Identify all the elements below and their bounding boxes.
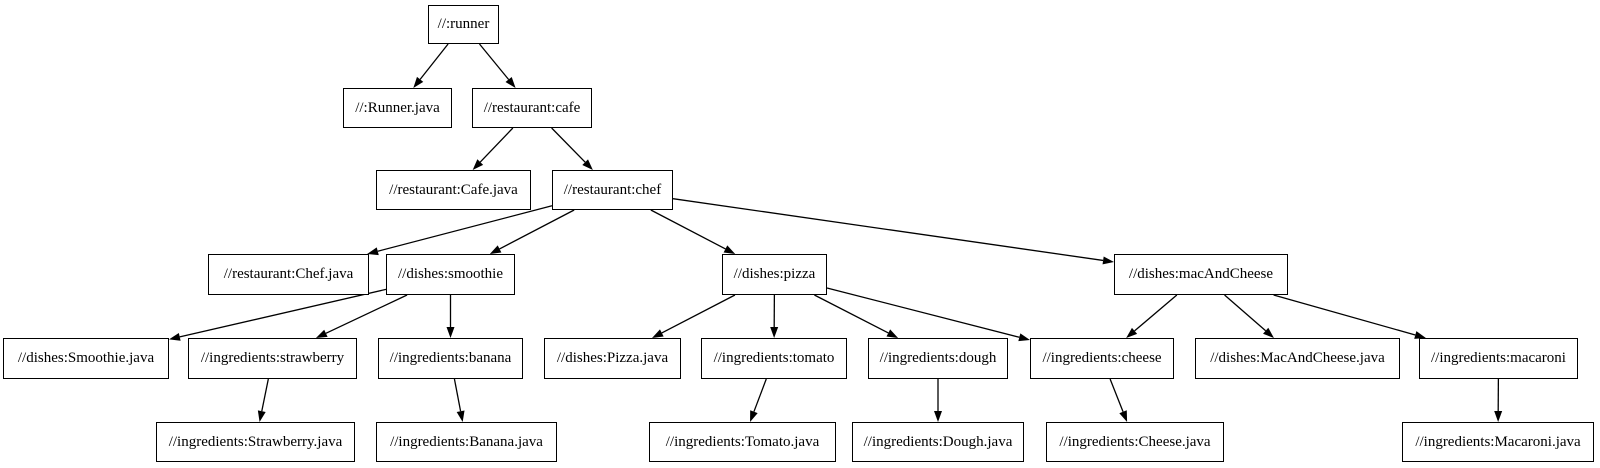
edge-mac-and-cheese-to-mac-and-cheese-java — [1224, 294, 1267, 332]
node-label: //ingredients:Strawberry.java — [168, 433, 343, 450]
arrowhead-icon — [1494, 410, 1503, 422]
node-tomato: //ingredients:tomato — [701, 338, 847, 379]
arrowhead-icon — [934, 411, 942, 422]
arrowhead-icon — [770, 326, 779, 338]
arrowhead-icon — [750, 410, 758, 422]
node-dough: //ingredients:dough — [868, 338, 1008, 379]
node-label: //ingredients:Macaroni.java — [1415, 433, 1581, 450]
arrowhead-icon — [582, 159, 593, 170]
node-cafe-java: //restaurant:Cafe.java — [376, 170, 531, 210]
node-chef-java: //restaurant:Chef.java — [208, 254, 369, 295]
edge-tomato-to-tomato-java — [753, 378, 767, 412]
node-chef: //restaurant:chef — [552, 170, 673, 210]
arrowhead-icon — [723, 245, 736, 254]
node-strawberry: //ingredients:strawberry — [188, 338, 357, 379]
node-banana-java: //ingredients:Banana.java — [376, 422, 557, 462]
node-label: //ingredients:Tomato.java — [665, 433, 820, 450]
edge-pizza-to-dough — [814, 294, 889, 334]
edge-chef-to-pizza — [650, 209, 726, 250]
edge-smoothie-to-smoothie-java — [179, 288, 387, 338]
node-macaroni: //ingredients:macaroni — [1419, 338, 1578, 379]
arrowhead-icon — [1018, 333, 1030, 342]
edge-runner-to-runner-java — [419, 43, 449, 80]
node-label: //dishes:smoothie — [398, 266, 503, 282]
node-macaroni-java: //ingredients:Macaroni.java — [1402, 422, 1594, 462]
node-label: //ingredients:tomato — [713, 350, 835, 366]
arrowhead-icon — [367, 247, 379, 256]
arrowhead-icon — [257, 410, 266, 422]
node-label: //ingredients:strawberry — [200, 350, 345, 366]
arrowhead-icon — [315, 329, 328, 338]
arrowhead-icon — [652, 329, 664, 338]
arrowhead-icon — [169, 333, 181, 341]
edge-chef-to-smoothie — [499, 209, 575, 250]
arrowhead-icon — [886, 329, 899, 338]
node-pizza-java: //dishes:Pizza.java — [544, 338, 681, 379]
arrowhead-icon — [1414, 331, 1426, 339]
edge-banana-to-banana-java — [453, 378, 462, 412]
node-cafe: //restaurant:cafe — [472, 88, 592, 128]
edge-cheese-to-cheese-java — [1109, 378, 1124, 413]
node-mac-and-cheese: //dishes:macAndCheese — [1114, 254, 1288, 295]
node-banana: //ingredients:banana — [378, 338, 523, 379]
edge-cafe-to-cafe-java — [479, 127, 514, 163]
node-label: //ingredients:dough — [879, 350, 997, 366]
node-runner-java: //:Runner.java — [343, 88, 452, 128]
node-label: //:Runner.java — [355, 99, 440, 116]
arrowhead-icon — [472, 159, 484, 170]
node-dough-java: //ingredients:Dough.java — [852, 422, 1024, 462]
node-tomato-java: //ingredients:Tomato.java — [649, 422, 836, 462]
node-label: //restaurant:Cafe.java — [389, 181, 518, 198]
arrowhead-icon — [489, 245, 502, 254]
arrowhead-icon — [446, 327, 455, 338]
node-label: //ingredients:Cheese.java — [1059, 433, 1211, 450]
node-label: //dishes:MacAndCheese.java — [1210, 350, 1385, 366]
node-label: //dishes:Smoothie.java — [17, 350, 155, 366]
node-mac-and-cheese-java: //dishes:MacAndCheese.java — [1195, 338, 1400, 379]
node-label: //restaurant:cafe — [483, 99, 581, 116]
edge-pizza-to-pizza-java — [661, 294, 736, 334]
node-label: //ingredients:Banana.java — [390, 433, 543, 450]
edge-runner-to-cafe — [478, 43, 510, 80]
edge-cafe-to-chef — [551, 127, 586, 163]
arrowhead-icon — [1126, 327, 1138, 338]
node-label: //restaurant:chef — [563, 181, 662, 198]
node-cheese: //ingredients:cheese — [1030, 338, 1174, 379]
edge-pizza-to-cheese — [826, 287, 1020, 338]
node-runner: //:runner — [428, 5, 499, 44]
node-smoothie-java: //dishes:Smoothie.java — [3, 338, 169, 379]
edge-mac-and-cheese-to-macaroni — [1273, 294, 1416, 336]
edge-smoothie-to-strawberry — [325, 294, 408, 334]
node-label: //ingredients:macaroni — [1431, 350, 1566, 366]
node-strawberry-java: //ingredients:Strawberry.java — [156, 422, 355, 462]
node-cheese-java: //ingredients:Cheese.java — [1046, 422, 1224, 462]
arrowhead-icon — [1102, 256, 1114, 265]
edge-strawberry-to-strawberry-java — [261, 378, 269, 412]
node-label: //ingredients:cheese — [1042, 350, 1162, 366]
node-label: //ingredients:banana — [389, 350, 512, 366]
node-label: //dishes:pizza — [733, 266, 816, 282]
arrowhead-icon — [456, 410, 465, 422]
arrowhead-icon — [413, 76, 424, 88]
node-label: //dishes:Pizza.java — [556, 350, 669, 366]
arrowhead-icon — [1119, 410, 1128, 422]
node-label: //ingredients:Dough.java — [863, 433, 1013, 450]
node-pizza: //dishes:pizza — [722, 254, 827, 295]
edge-chef-to-chef-java — [377, 205, 553, 252]
edge-mac-and-cheese-to-cheese — [1134, 294, 1178, 332]
arrowhead-icon — [505, 76, 516, 88]
node-label: //:runner — [437, 16, 490, 32]
edge-chef-to-mac-and-cheese — [672, 198, 1104, 262]
node-label: //restaurant:Chef.java — [223, 266, 354, 282]
node-label: //dishes:macAndCheese — [1128, 266, 1274, 282]
arrowhead-icon — [1263, 327, 1274, 338]
node-smoothie: //dishes:smoothie — [386, 254, 515, 295]
